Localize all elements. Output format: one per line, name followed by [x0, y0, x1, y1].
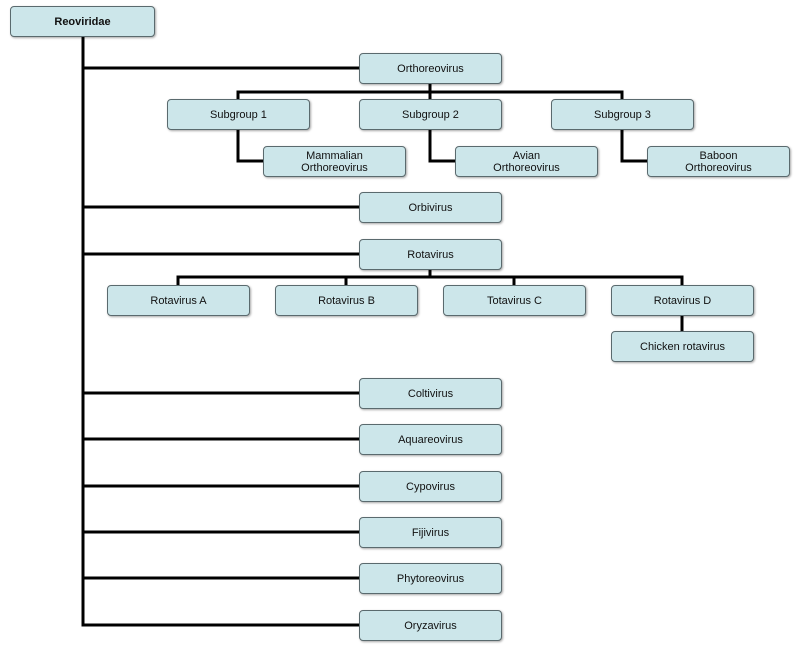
- node-reoviridae: Reoviridae: [10, 6, 155, 37]
- node-chicken-rotavirus: Chicken rotavirus: [611, 331, 754, 362]
- node-avian-orthoreovirus: Avian Orthoreovirus: [455, 146, 598, 177]
- node-mammalian-orthoreovirus: Mammalian Orthoreovirus: [263, 146, 406, 177]
- node-subgroup-2: Subgroup 2: [359, 99, 502, 130]
- node-subgroup-1: Subgroup 1: [167, 99, 310, 130]
- node-rotavirus-d: Rotavirus D: [611, 285, 754, 316]
- node-oryzavirus: Oryzavirus: [359, 610, 502, 641]
- node-coltivirus: Coltivirus: [359, 378, 502, 409]
- node-phytoreovirus: Phytoreovirus: [359, 563, 502, 594]
- node-orbivirus: Orbivirus: [359, 192, 502, 223]
- node-totavirus-c: Totavirus C: [443, 285, 586, 316]
- node-aquareovirus: Aquareovirus: [359, 424, 502, 455]
- node-subgroup-3: Subgroup 3: [551, 99, 694, 130]
- node-fijivirus: Fijivirus: [359, 517, 502, 548]
- node-baboon-orthoreovirus: Baboon Orthoreovirus: [647, 146, 790, 177]
- node-rotavirus-b: Rotavirus B: [275, 285, 418, 316]
- node-rotavirus: Rotavirus: [359, 239, 502, 270]
- node-rotavirus-a: Rotavirus A: [107, 285, 250, 316]
- node-orthoreovirus: Orthoreovirus: [359, 53, 502, 84]
- node-cypovirus: Cypovirus: [359, 471, 502, 502]
